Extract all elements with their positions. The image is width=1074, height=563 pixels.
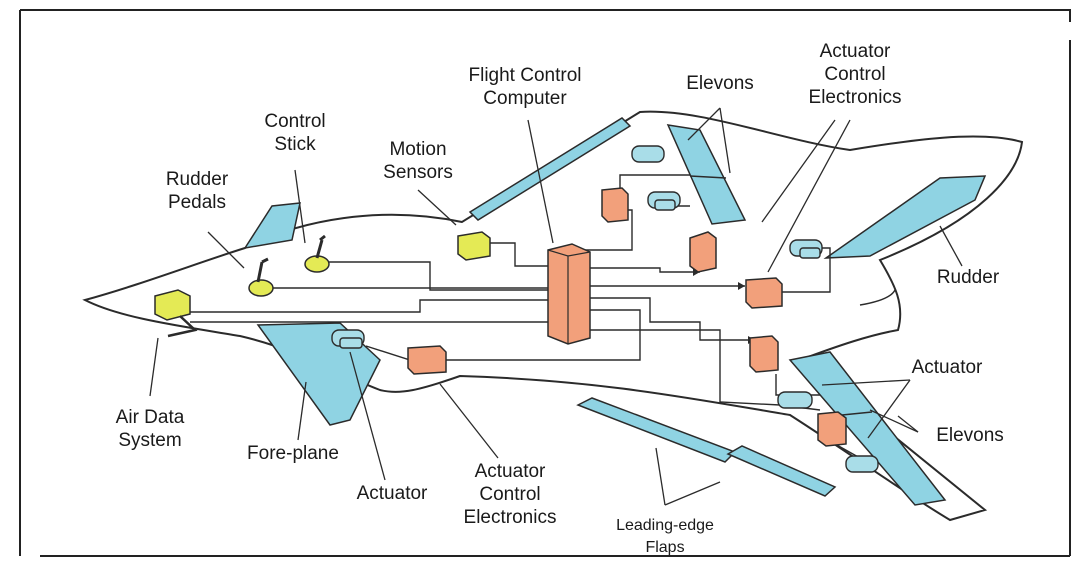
elevon-divider <box>841 411 873 416</box>
actuator <box>631 145 665 163</box>
control-stick-line-2: Stick <box>274 134 316 155</box>
control-stick-lever <box>315 234 326 259</box>
actuator <box>845 455 879 473</box>
fore-plane-label: Fore-plane <box>247 443 339 464</box>
ace-box <box>689 231 717 273</box>
ace-boxes <box>407 187 847 447</box>
ace-box <box>601 187 629 223</box>
rudder-pedal-lever <box>256 257 269 283</box>
air-data-line-2: System <box>118 430 182 451</box>
flight-control-computer-label: Flight Control Computer <box>445 64 605 110</box>
wiring <box>190 174 896 459</box>
actuators <box>331 145 879 473</box>
motion-sensors-line-2: Sensors <box>383 162 453 183</box>
ace-box <box>745 277 783 309</box>
motion-sensor-box <box>457 231 491 261</box>
actuator <box>777 391 813 409</box>
elevons-top-label: Elevons <box>686 73 754 94</box>
sensor-boxes <box>154 231 491 321</box>
leader-lines <box>149 107 963 506</box>
rudder-pedals-line-2: Pedals <box>167 192 227 213</box>
ace-top-line-3: Electronics <box>808 87 902 108</box>
motion-sensors-line-1: Motion <box>389 139 447 160</box>
frame-border <box>19 9 1071 557</box>
actuator-bottom-label: Actuator <box>356 483 428 504</box>
ace-bottom-line-3: Electronics <box>463 507 557 528</box>
leading-edge-flap-2 <box>726 445 837 497</box>
elevons-bottom-label: Elevons <box>936 425 1004 446</box>
motion-sensors-label: Motion Sensors <box>358 138 478 184</box>
rudder-label: Rudder <box>936 267 1000 288</box>
control-stick-base <box>304 255 330 273</box>
actuator-control-electronics-bottom-label: Actuator Control Electronics <box>440 460 580 529</box>
fcc-line-2: Computer <box>483 88 567 109</box>
rudder-pedals-line-1: Rudder <box>165 169 229 190</box>
control-stick-label: Control Stick <box>240 110 350 156</box>
ace-box <box>407 345 447 375</box>
actuator-right-label: Actuator <box>911 357 983 378</box>
ace-box <box>749 335 779 373</box>
flaps-line-1: Leading-edge <box>616 517 714 534</box>
flight-control-computer-box <box>547 243 591 345</box>
ace-bottom-line-1: Actuator <box>474 461 546 482</box>
leading-edge-flaps-label: Leading-edge Flaps <box>595 515 735 559</box>
rudder-surface <box>823 175 987 259</box>
upper-elevon <box>666 124 747 225</box>
air-data-box <box>154 289 191 321</box>
ace-box <box>817 411 847 447</box>
ace-top-line-1: Actuator <box>819 41 891 62</box>
air-data-line-1: Air Data <box>115 407 185 428</box>
actuator-control-electronics-top-label: Actuator Control Electronics <box>790 40 920 109</box>
rudder-pedals-label: Rudder Pedals <box>142 168 252 214</box>
upper-wing-strip <box>468 117 632 221</box>
flaps-line-2: Flaps <box>645 539 685 556</box>
air-data-system-label: Air Data System <box>90 406 210 452</box>
fcc-line-1: Flight Control <box>468 65 582 86</box>
rudder-pedal-base <box>248 279 274 297</box>
ace-top-line-2: Control <box>824 64 886 85</box>
ace-bottom-line-2: Control <box>479 484 541 505</box>
air-data-probe <box>167 315 198 338</box>
control-stick-line-1: Control <box>264 111 326 132</box>
elevon-divider <box>689 175 727 179</box>
